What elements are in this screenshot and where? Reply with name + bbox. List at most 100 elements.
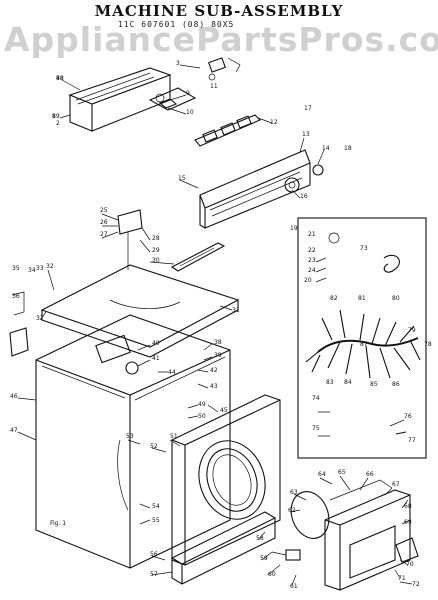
callout-number: 83	[326, 379, 334, 386]
callout-number: 77	[408, 437, 416, 444]
callout-number: 56	[150, 551, 158, 558]
callout-number: 78	[424, 341, 432, 348]
callout-number: 49	[198, 401, 206, 408]
callout-number: 69	[404, 519, 412, 526]
callout-number: 57	[150, 571, 158, 578]
console-assembly	[68, 67, 172, 132]
callout-number: 34	[28, 267, 36, 274]
diagram-subtitle: 11C 607601 (08) 80X5	[118, 20, 235, 29]
callout-number: 16	[300, 193, 308, 200]
callout-number: 54	[152, 503, 160, 510]
callout-number: 76	[404, 413, 412, 420]
callout-number: 48	[56, 75, 64, 82]
callout-number: 28	[152, 235, 160, 242]
callout-number: 38	[214, 339, 222, 346]
callout-number: 40	[152, 340, 160, 347]
callout-number: 79	[408, 327, 416, 334]
callout-number: 10	[186, 109, 194, 116]
callout-number: 33	[36, 265, 44, 272]
callout-number: 75	[312, 425, 320, 432]
callout-number: 25	[100, 207, 108, 214]
callout-number: 14	[322, 145, 330, 152]
callout-number: 70	[406, 561, 414, 568]
callout-number: 87	[360, 341, 368, 348]
callout-number: 13	[302, 131, 310, 138]
callout-number: 89	[52, 113, 60, 120]
callout-number: 15	[178, 175, 186, 182]
callout-number: 53	[126, 433, 134, 440]
door-hinge	[170, 242, 226, 272]
callout-number: 88	[56, 75, 64, 82]
callout-number: 59	[260, 555, 268, 562]
callout-number: 37	[36, 315, 44, 322]
callout-number: 62	[288, 507, 296, 514]
control-panel	[199, 149, 324, 229]
callout-number: 31	[232, 307, 240, 314]
callout-number: 1	[52, 113, 56, 120]
callout-number: 74	[312, 395, 320, 402]
callout-number: 42	[210, 367, 218, 374]
latch-bracket	[271, 549, 301, 561]
cabinet	[9, 291, 231, 569]
callout-number: 80	[392, 295, 400, 302]
part-callouts: 4812391011121314151617181920212223242526…	[10, 60, 432, 590]
callout-number: 50	[198, 413, 206, 420]
callout-number: 22	[308, 247, 316, 254]
callout-number: 2	[56, 120, 60, 127]
top-cover	[40, 209, 240, 358]
callout-number: 73	[360, 245, 368, 252]
toe-kick-panel	[170, 511, 277, 585]
callout-number: 86	[392, 381, 400, 388]
callout-number: 27	[100, 231, 108, 238]
callout-number: 29	[152, 247, 160, 254]
callout-number: 68	[404, 503, 412, 510]
switch-parts	[208, 57, 241, 81]
callout-number: 3	[176, 60, 180, 67]
callout-number: 19	[290, 225, 298, 232]
callout-number: 32	[46, 263, 54, 270]
callout-number: 39	[214, 352, 222, 359]
callout-number: 72	[412, 581, 420, 588]
wire-harness-inset	[297, 217, 427, 459]
callout-number: 44	[168, 369, 176, 376]
callout-number: 63	[290, 489, 298, 496]
callout-number: 20	[304, 277, 312, 284]
callout-number: 81	[358, 295, 366, 302]
callout-number: 35	[12, 265, 20, 272]
diagram-title: MACHINE SUB-ASSEMBLY	[94, 2, 344, 20]
callout-number: 65	[338, 469, 346, 476]
callout-number: 60	[268, 571, 276, 578]
callout-number: 85	[370, 381, 378, 388]
callout-number: 36	[12, 293, 20, 300]
callout-number: 41	[152, 355, 160, 362]
callout-number: 55	[152, 517, 160, 524]
callout-number: 82	[330, 295, 338, 302]
callout-number: 61	[290, 583, 298, 590]
callout-number: 84	[344, 379, 352, 386]
callout-number: 51	[170, 433, 178, 440]
leader-lines	[17, 64, 413, 586]
callout-number: 9	[186, 90, 190, 97]
callout-number: 45	[220, 407, 228, 414]
front-panel	[171, 394, 281, 566]
callout-number: 46	[10, 393, 18, 400]
callout-number: 47	[10, 427, 18, 434]
callout-number: 21	[308, 231, 316, 238]
figure-footnote: Fig. 1	[50, 520, 67, 527]
callout-number: 52	[150, 443, 158, 450]
callout-number: 26	[100, 219, 108, 226]
control-panel-mount	[194, 114, 261, 147]
callout-number: 24	[308, 267, 316, 274]
callout-number: 43	[210, 383, 218, 390]
callout-number: 23	[308, 257, 316, 264]
callout-number: 66	[366, 471, 374, 478]
callout-number: 71	[398, 575, 406, 582]
callout-number: 12	[270, 119, 278, 126]
callout-number: 11	[210, 83, 218, 90]
timer-bracket	[148, 87, 197, 111]
door-assembly	[290, 479, 419, 591]
callout-number: 64	[318, 471, 326, 478]
callout-number: 17	[304, 105, 312, 112]
callout-number: 18	[344, 145, 352, 152]
